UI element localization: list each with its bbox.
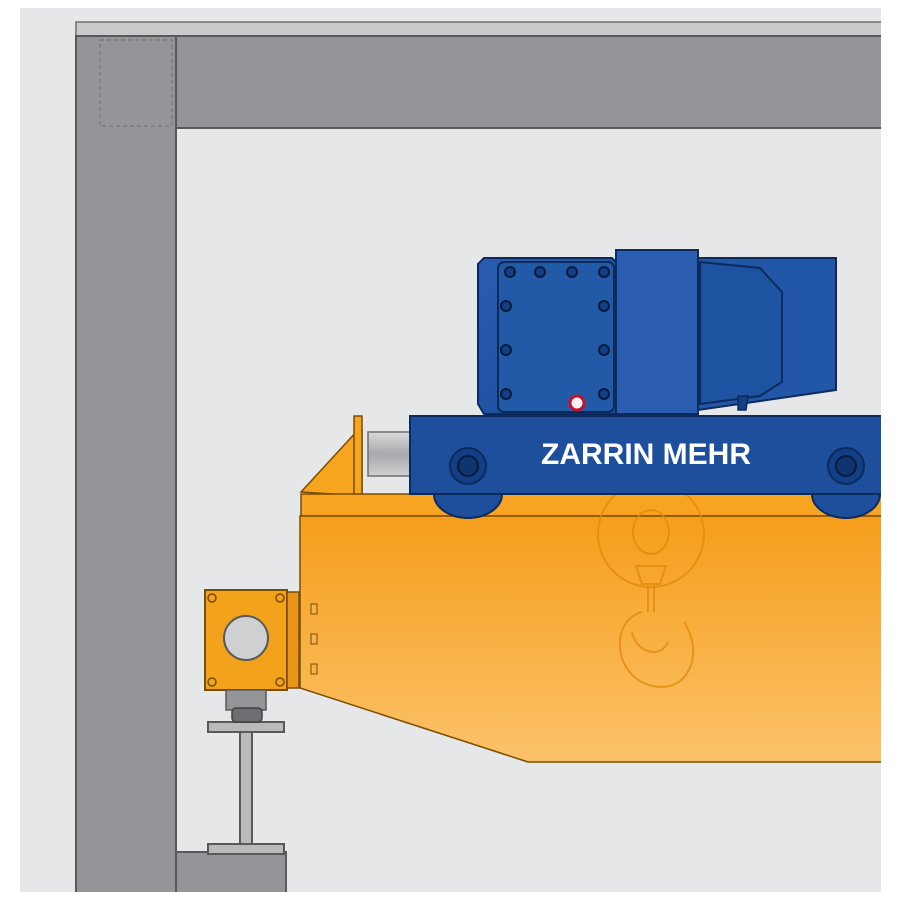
hoist-motor — [477, 249, 837, 415]
end-truck — [204, 589, 300, 723]
drum-shaft — [367, 431, 413, 477]
building-structure — [75, 21, 881, 892]
trolley-frame — [409, 415, 881, 519]
crane-rail — [207, 721, 285, 855]
trolley-brand-label: ZARRIN MEHR — [541, 438, 751, 471]
